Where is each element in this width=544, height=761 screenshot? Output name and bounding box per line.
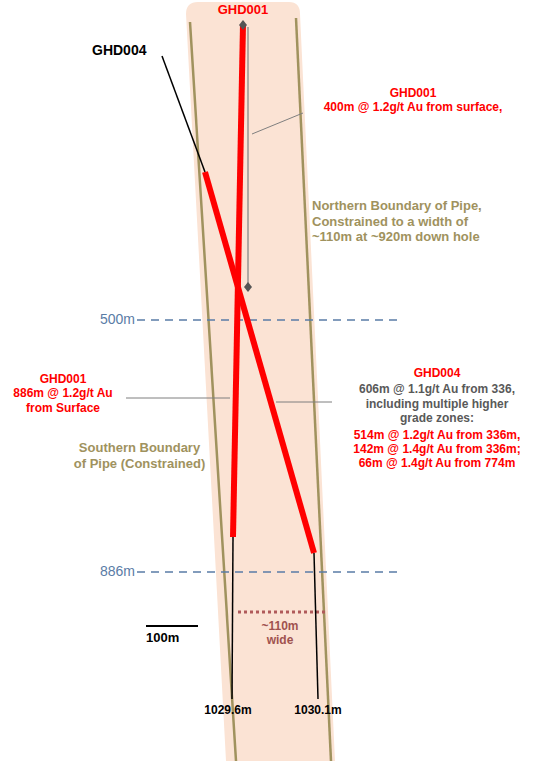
southern-boundary xyxy=(190,22,236,761)
interval-marker xyxy=(239,20,247,30)
assay-result: 886m @ 1.2g/t Au from Surface xyxy=(4,386,122,415)
depth-label: 1029.6m xyxy=(193,703,263,717)
scale-bar xyxy=(146,625,198,627)
label-group: 100m xyxy=(146,630,202,646)
boundary-note: Southern Boundary of Pipe (Constrained) xyxy=(72,440,207,471)
depth-label: 500m xyxy=(100,311,136,328)
label-group: 500m xyxy=(100,311,136,328)
width-marker xyxy=(238,611,326,614)
assay-result: 400m @ 1.2g/t Au from surface, xyxy=(288,100,538,114)
drill-hole xyxy=(205,172,314,553)
drill-hole xyxy=(162,56,205,172)
depth-line xyxy=(137,319,400,321)
pipe-body xyxy=(186,2,335,761)
leader-line xyxy=(126,398,230,399)
label-group: GHD004606m @ 1.1g/t Au from 336, includi… xyxy=(336,366,538,471)
label-group: GHD001 xyxy=(208,2,278,18)
boundary-note: Northern Boundary of Pipe, Constrained t… xyxy=(312,198,494,245)
drill-hole xyxy=(314,553,318,699)
label-group: Northern Boundary of Pipe, Constrained t… xyxy=(312,198,494,245)
callout-title: GHD001 xyxy=(4,372,122,386)
label-group: GHD004 xyxy=(92,42,160,59)
label-group: 886m xyxy=(100,563,136,580)
leader-line xyxy=(276,402,332,403)
label-group: 1029.6m xyxy=(193,703,263,717)
scale-label: 100m xyxy=(146,630,202,646)
label-group: GHD001400m @ 1.2g/t Au from surface, xyxy=(288,86,538,115)
drill-hole xyxy=(232,537,233,699)
hole-name: GHD001 xyxy=(208,2,278,18)
label-group: Southern Boundary of Pipe (Constrained) xyxy=(72,440,207,471)
assay-result: 606m @ 1.1g/t Au from 336, including mul… xyxy=(336,380,538,427)
callout-title: GHD004 xyxy=(336,366,538,380)
assay-result: 514m @ 1.2g/t Au from 336m, xyxy=(336,428,538,442)
hole-name: GHD004 xyxy=(92,42,160,59)
depth-label: 1030.1m xyxy=(283,703,353,717)
label-group: ~110m wide xyxy=(254,619,306,648)
depth-line xyxy=(137,571,400,573)
assay-result: 66m @ 1.4g/t Au from 774m xyxy=(336,456,538,470)
northern-boundary xyxy=(296,18,331,761)
label-group: GHD001886m @ 1.2g/t Au from Surface xyxy=(4,372,122,415)
leader-line xyxy=(252,113,303,134)
width-label: ~110m wide xyxy=(254,619,306,648)
interval-line xyxy=(247,27,248,287)
assay-result: 142m @ 1.4g/t Au from 336m; xyxy=(336,442,538,456)
label-group: 1030.1m xyxy=(283,703,353,717)
callout-title: GHD001 xyxy=(288,86,538,100)
depth-label: 886m xyxy=(100,563,136,580)
interval-marker xyxy=(244,282,252,292)
